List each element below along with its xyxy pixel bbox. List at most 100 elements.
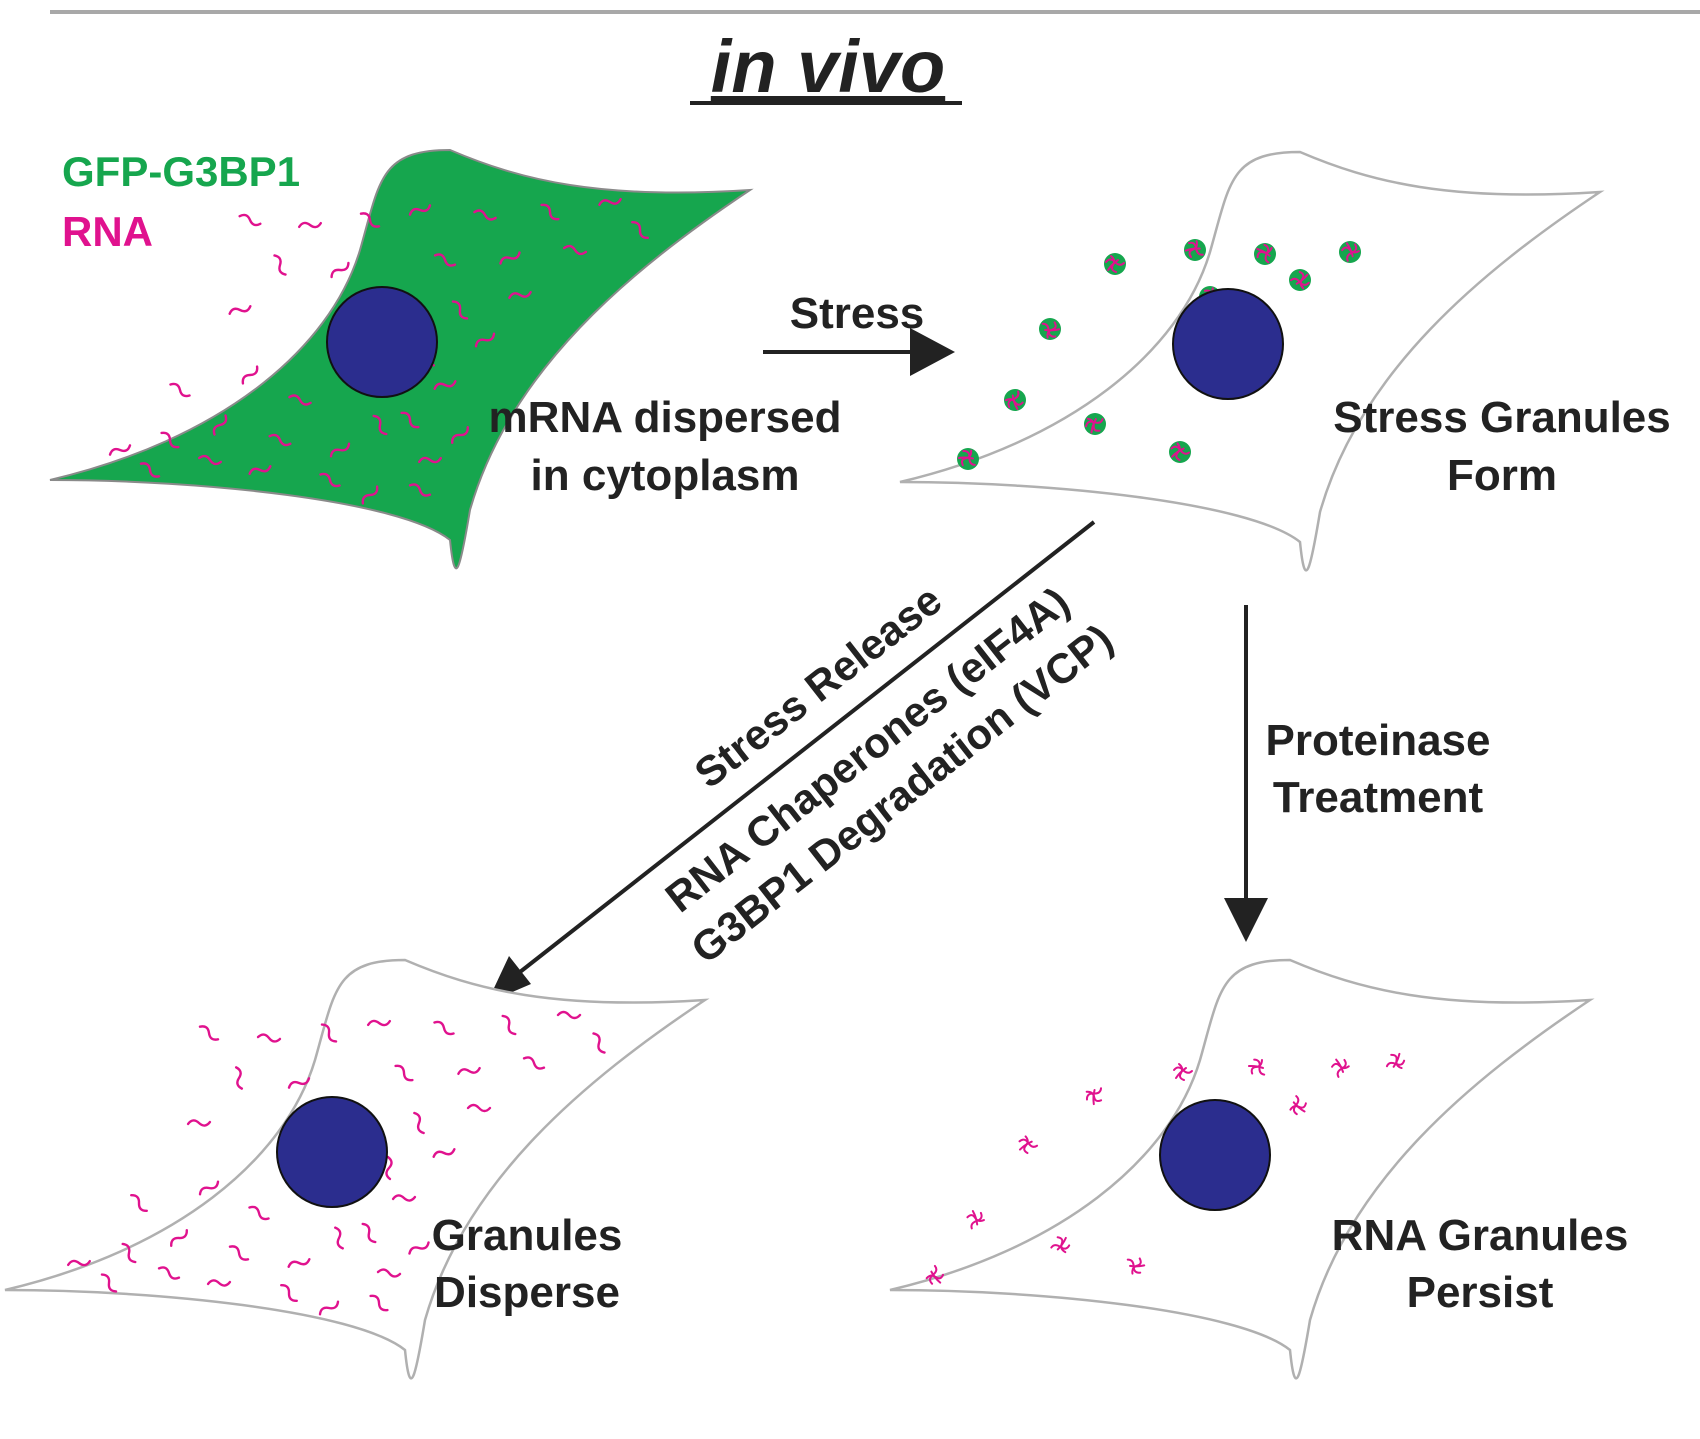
rna-strand	[432, 1148, 456, 1158]
rna-strand	[248, 465, 272, 475]
nucleus-persist	[1159, 1099, 1271, 1211]
rna-tangle	[1126, 1257, 1146, 1275]
rna-strand	[376, 1268, 402, 1278]
rna-strand	[248, 1205, 270, 1221]
rna-strands-initial	[108, 197, 649, 505]
rna-strand	[366, 1019, 392, 1027]
stress-granule	[1169, 441, 1191, 463]
granule-rna	[1341, 242, 1360, 262]
rna-strand	[273, 254, 287, 276]
granule-rna	[1085, 417, 1104, 434]
rna-tangle	[1247, 1058, 1266, 1076]
granule-rna	[957, 449, 976, 467]
rna-strand	[318, 1300, 340, 1316]
rna-strand	[139, 462, 161, 478]
legend-gfp-g3bp1: GFP-G3BP1	[62, 148, 300, 195]
granule-rna	[1005, 390, 1024, 410]
stress-granule	[1104, 253, 1126, 275]
caption-initial-line1: mRNA dispersed	[489, 393, 842, 442]
caption-dispersed-line1: Granules	[432, 1211, 623, 1260]
rna-strand	[408, 1241, 430, 1255]
proteinase-arrow: Proteinase Treatment	[1224, 605, 1490, 942]
rna-strand	[66, 1259, 92, 1267]
rna-strand	[394, 1064, 414, 1082]
rna-tangle	[1331, 1058, 1350, 1078]
rna-strand	[206, 1279, 232, 1287]
rna-strand	[598, 197, 622, 207]
proteinase-arrowhead	[1224, 898, 1268, 942]
granule-rna	[1170, 442, 1191, 462]
stress-granule	[1184, 239, 1206, 261]
rna-strand	[280, 1284, 298, 1302]
rna-strand	[169, 382, 191, 398]
granule-rna	[1256, 243, 1273, 264]
stress-label: Stress	[790, 289, 925, 338]
rna-strand	[361, 1222, 377, 1244]
rna-strand	[361, 485, 379, 505]
rna-strand	[474, 332, 496, 348]
rna-strand	[241, 365, 259, 385]
figure-title: in vivo	[711, 25, 945, 108]
rna-tangle	[1173, 1063, 1193, 1081]
stress-granule	[957, 448, 979, 470]
stress-granule	[1254, 243, 1276, 265]
rna-tangle	[966, 1210, 985, 1230]
caption-persist-line1: RNA Granules	[1332, 1211, 1629, 1260]
rna-strand	[197, 454, 223, 466]
rna-strand	[130, 1194, 148, 1212]
granule-rna	[1041, 321, 1061, 339]
rna-strand	[100, 1273, 118, 1293]
rna-strand	[433, 253, 457, 267]
cell-stressed	[898, 150, 1602, 572]
rna-strand	[334, 1226, 344, 1250]
stress-granule	[1289, 269, 1311, 291]
rna-tangle	[1018, 1135, 1039, 1155]
nucleus-initial	[326, 286, 438, 398]
cell-dispersed	[3, 958, 707, 1380]
rna-strand	[433, 1020, 455, 1036]
proteinase-label-line2: Treatment	[1273, 773, 1484, 822]
rna-strand	[121, 1242, 137, 1264]
rna-strand	[212, 414, 228, 436]
rna-strand	[359, 212, 381, 228]
rna-strand	[320, 1023, 338, 1043]
stress-granule	[1039, 318, 1061, 340]
rna-strand	[451, 300, 469, 320]
cell-persist	[888, 958, 1592, 1380]
rna-strand	[457, 1066, 481, 1076]
rna-strand	[522, 1056, 546, 1070]
cell-initial	[49, 149, 751, 570]
rna-strand	[288, 394, 312, 406]
rna-tangle	[1050, 1236, 1071, 1254]
granule-rna	[1105, 255, 1125, 273]
recovery-arrow: Stress Release RNA Chaperones (eIF4A) G3…	[487, 520, 1122, 1003]
recovery-labels: Stress Release RNA Chaperones (eIF4A) G3…	[657, 576, 1122, 972]
rna-strand	[385, 1155, 393, 1181]
caption-initial-line2: in cytoplasm	[531, 451, 800, 500]
stress-granule	[1084, 413, 1106, 435]
rna-strand	[556, 1010, 582, 1020]
rna-strand	[408, 204, 432, 216]
rna-strand	[319, 472, 341, 488]
rna-strand	[198, 1180, 220, 1196]
rna-strand	[228, 305, 252, 315]
rna-strand	[408, 483, 432, 497]
rna-strand	[433, 380, 457, 390]
rna-strand	[372, 414, 388, 436]
rna-strand	[287, 1258, 311, 1268]
rna-tangle	[1289, 1095, 1307, 1116]
rna-strand	[369, 1294, 389, 1312]
caption-stressed-line1: Stress Granules	[1333, 393, 1671, 442]
rna-strand	[417, 456, 443, 464]
rna-tangle	[1085, 1087, 1103, 1106]
rna-tangle	[1385, 1052, 1406, 1070]
rna-strand	[238, 213, 262, 227]
stress-arrowhead	[910, 328, 955, 376]
rna-strand	[451, 426, 469, 444]
rna-strand	[297, 221, 323, 229]
proteinase-label-line1: Proteinase	[1266, 716, 1491, 765]
rna-strand	[170, 1229, 188, 1247]
legend-rna: RNA	[62, 208, 153, 255]
